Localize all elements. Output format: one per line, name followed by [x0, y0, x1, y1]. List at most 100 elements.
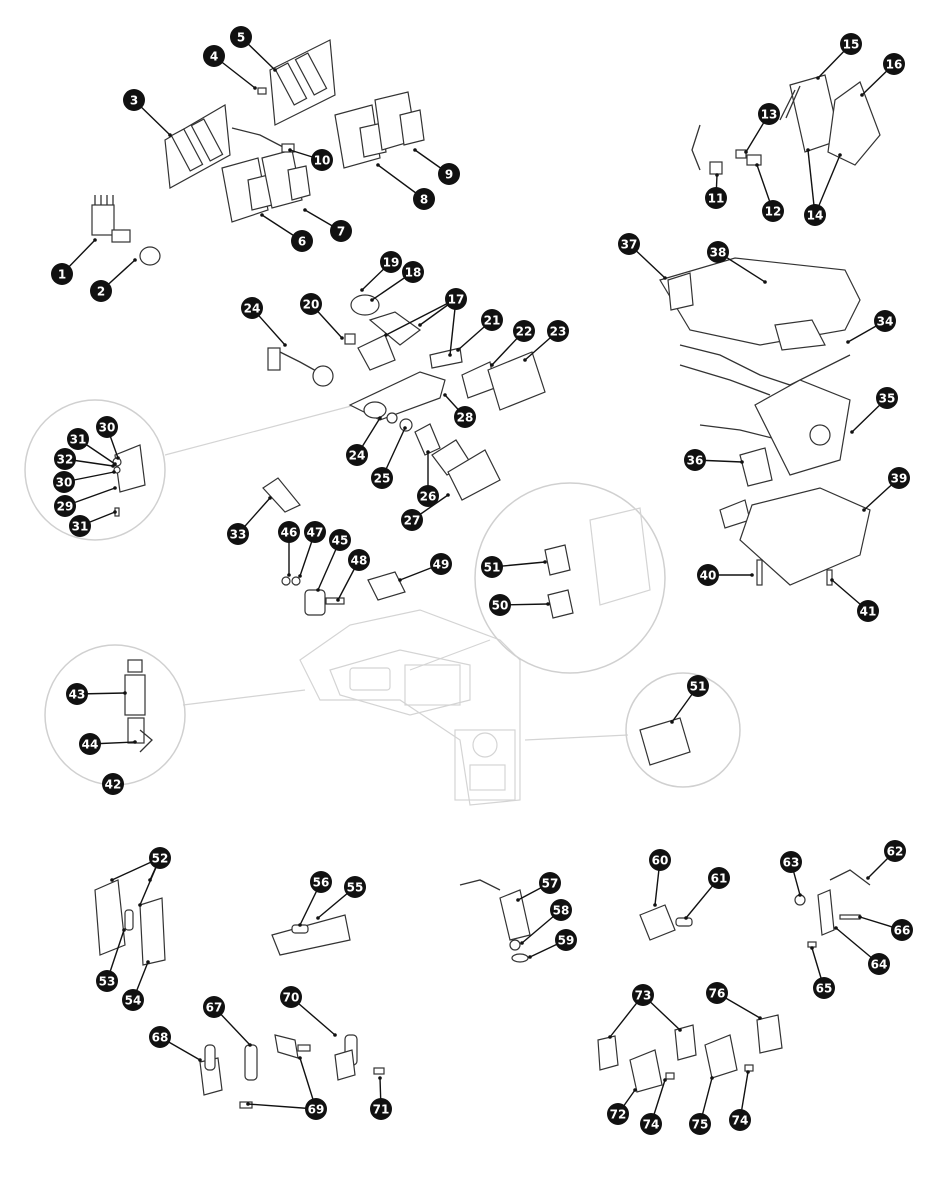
- callout-number: 30: [56, 476, 73, 490]
- callout-76: 76: [706, 982, 762, 1020]
- callout-12: 12: [755, 163, 784, 222]
- leader-arrowhead: [122, 928, 126, 932]
- leader-arrowhead: [862, 508, 866, 512]
- leader-arrowhead: [340, 336, 344, 340]
- callout-number: 12: [765, 205, 782, 219]
- callout-marker: [708, 867, 730, 889]
- callout-marker: [687, 675, 709, 697]
- callout-marker: [122, 989, 144, 1011]
- callout-10: 10: [288, 148, 333, 171]
- callout-35: 35: [850, 387, 898, 434]
- callout-66: 66: [858, 915, 913, 941]
- callout-number: 30: [99, 421, 116, 435]
- callout-65: 65: [810, 946, 835, 999]
- callout-18: 18: [370, 261, 424, 302]
- callout-number: 66: [894, 924, 911, 938]
- callout-38: 38: [707, 241, 767, 284]
- callout-number: 9: [445, 168, 453, 182]
- callout-marker: [618, 233, 640, 255]
- callout-43: 43: [66, 683, 127, 705]
- callout-number: 19: [383, 256, 400, 270]
- callout-marker: [96, 416, 118, 438]
- callout-number: 46: [281, 526, 298, 540]
- callout-number: 69: [308, 1103, 325, 1117]
- leader-arrowhead: [403, 426, 407, 430]
- leader-arrowhead: [298, 574, 302, 578]
- callout-number: 49: [433, 558, 450, 572]
- callout-marker: [632, 984, 654, 1006]
- callout-marker: [547, 320, 569, 342]
- leader-arrowhead: [715, 173, 719, 177]
- callout-marker: [370, 1098, 392, 1120]
- callout-number: 51: [484, 561, 501, 575]
- callout-marker: [330, 220, 352, 242]
- callout-number: 2: [97, 285, 105, 299]
- leader-arrowhead: [133, 740, 137, 744]
- callout-62: 62: [866, 840, 906, 880]
- callout-marker: [380, 251, 402, 273]
- callout-marker: [51, 263, 73, 285]
- callout-40: 40: [697, 564, 754, 586]
- callout-marker: [550, 899, 572, 921]
- callout-69: 69: [246, 1056, 327, 1120]
- leader-arrowhead: [298, 1056, 302, 1060]
- callout-31: 31: [67, 428, 117, 466]
- callout-marker: [346, 444, 368, 466]
- callout-number: 31: [70, 433, 87, 447]
- callout-13: 13: [744, 103, 780, 154]
- callout-28: 28: [443, 393, 476, 428]
- callout-31: 31: [69, 510, 117, 537]
- callout-48: 48: [336, 549, 370, 602]
- callout-8: 8: [376, 163, 435, 210]
- callout-30: 30: [53, 470, 116, 493]
- callout-marker: [203, 45, 225, 67]
- leader-arrowhead: [378, 1076, 382, 1080]
- callout-number: 33: [230, 528, 247, 542]
- leader-arrowhead: [806, 148, 810, 152]
- callout-number: 57: [542, 877, 559, 891]
- callout-marker: [874, 310, 896, 332]
- callout-52: 52: [110, 847, 171, 907]
- callout-29: 29: [54, 486, 117, 517]
- leader-arrowhead: [798, 893, 802, 897]
- callout-marker: [481, 309, 503, 331]
- callout-marker: [241, 297, 263, 319]
- callout-number: 16: [886, 58, 903, 72]
- callout-54: 54: [122, 960, 150, 1011]
- callout-marker: [649, 849, 671, 871]
- callout-marker: [123, 89, 145, 111]
- callout-number: 29: [57, 500, 74, 514]
- leader-arrowhead: [810, 946, 814, 950]
- callout-number: 56: [313, 876, 330, 890]
- leader-arrowhead: [248, 1043, 252, 1047]
- leader-arrowhead: [684, 916, 688, 920]
- callout-number: 54: [125, 994, 142, 1008]
- callout-75: 75: [689, 1076, 714, 1135]
- callout-24: 24: [241, 297, 287, 347]
- callout-number: 60: [652, 854, 669, 868]
- callout-3: 3: [123, 89, 172, 137]
- callout-46: 46: [278, 521, 300, 577]
- callout-number: 58: [553, 904, 570, 918]
- callout-17: 17: [384, 288, 467, 357]
- callout-marker: [454, 406, 476, 428]
- leader-arrowhead: [360, 288, 364, 292]
- callout-marker: [329, 529, 351, 551]
- leader-line: [247, 1103, 317, 1110]
- callout-56: 56: [298, 871, 332, 927]
- leader-arrowhead: [520, 941, 524, 945]
- callout-30: 30: [96, 416, 120, 460]
- callout-51: 51: [481, 556, 547, 578]
- callout-marker: [780, 851, 802, 873]
- callout-20: 20: [300, 293, 344, 340]
- callout-number: 31: [72, 520, 89, 534]
- callout-39: 39: [862, 467, 910, 512]
- callout-number: 74: [643, 1118, 660, 1132]
- callout-number: 53: [99, 975, 116, 989]
- callout-number: 20: [303, 298, 320, 312]
- callout-number: 14: [807, 209, 824, 223]
- callout-44: 44: [79, 733, 137, 755]
- callout-marker: [66, 683, 88, 705]
- leader-arrowhead: [113, 486, 117, 490]
- callout-number: 8: [420, 193, 428, 207]
